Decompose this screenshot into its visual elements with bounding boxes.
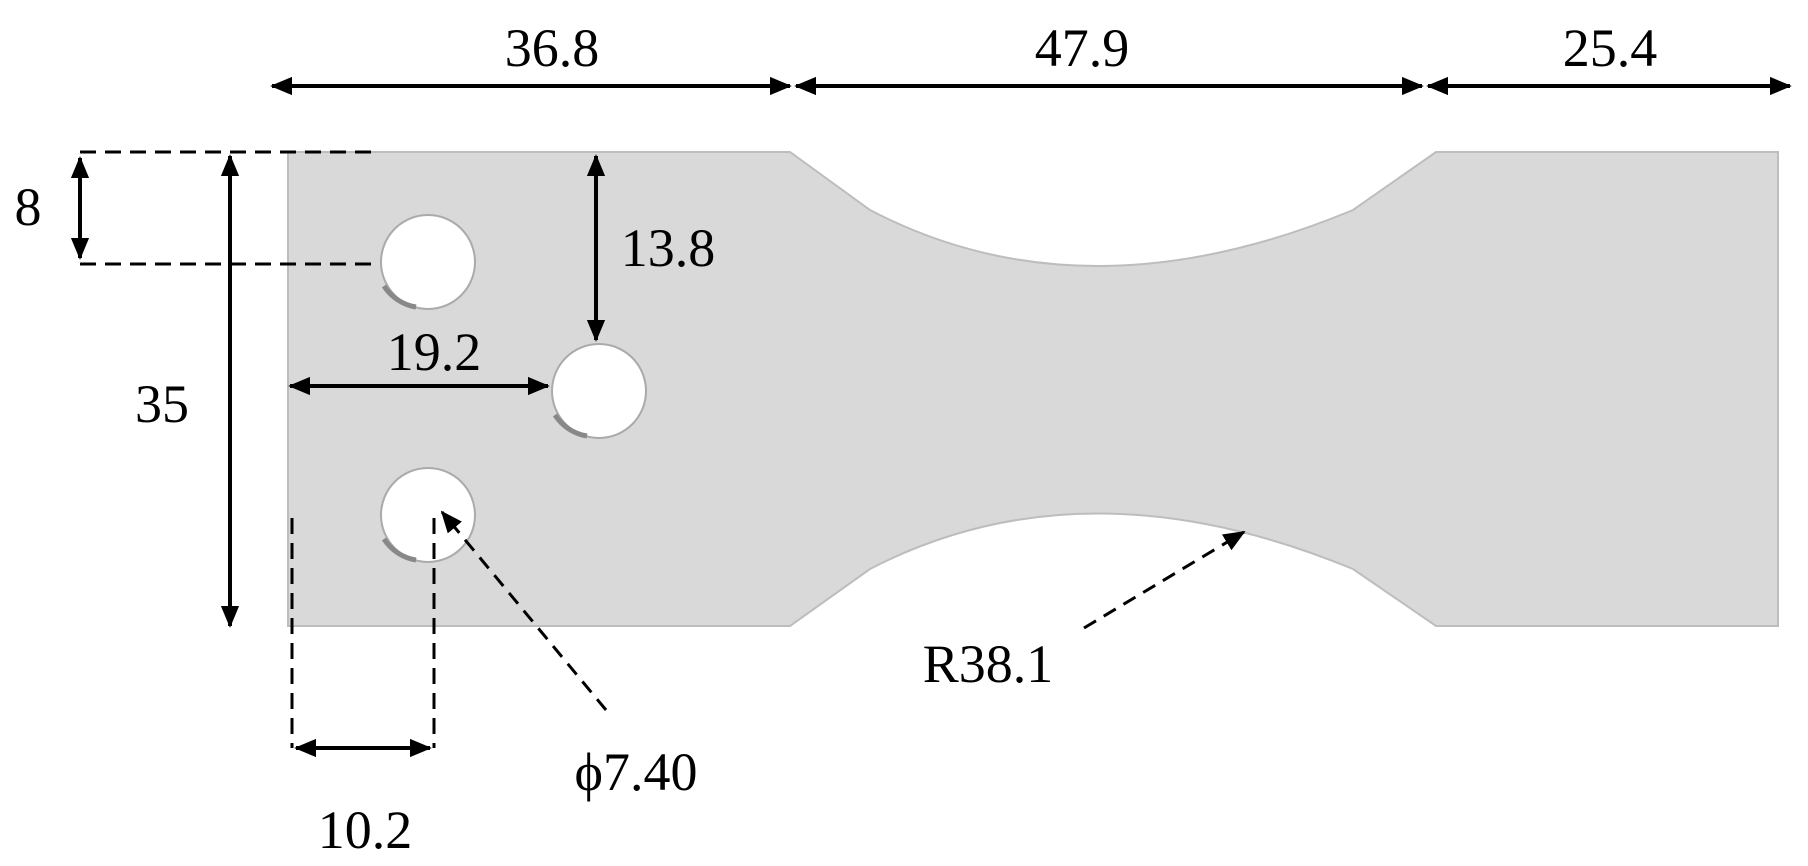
hole-center — [551, 343, 647, 439]
hole-offset-left-dimension — [290, 518, 436, 758]
hole-diameter-label: ϕ7.40 — [575, 742, 698, 802]
hole-bottom-left — [380, 467, 476, 563]
specimen-body — [287, 151, 1779, 627]
fillet-radius-leader — [1083, 530, 1246, 630]
center-hole-offset-top-label: 13.8 — [621, 218, 716, 278]
fillet-radius-label: R38.1 — [923, 634, 1054, 694]
overall-width-label: 35 — [135, 374, 189, 434]
hole-top-left — [380, 214, 476, 310]
hole-offset-left-label: 10.2 — [318, 800, 413, 860]
hole-offset-top-dimension — [70, 150, 378, 266]
top-right-length-label: 25.4 — [1563, 18, 1658, 78]
hole-diameter-leader — [440, 510, 608, 711]
hole-offset-top-label: 8 — [15, 177, 42, 237]
top-left-length-label: 36.8 — [505, 18, 600, 78]
holes — [380, 214, 647, 563]
center-hole-offset-left-label: 19.2 — [387, 322, 482, 382]
top-mid-length-label: 47.9 — [1035, 18, 1130, 78]
